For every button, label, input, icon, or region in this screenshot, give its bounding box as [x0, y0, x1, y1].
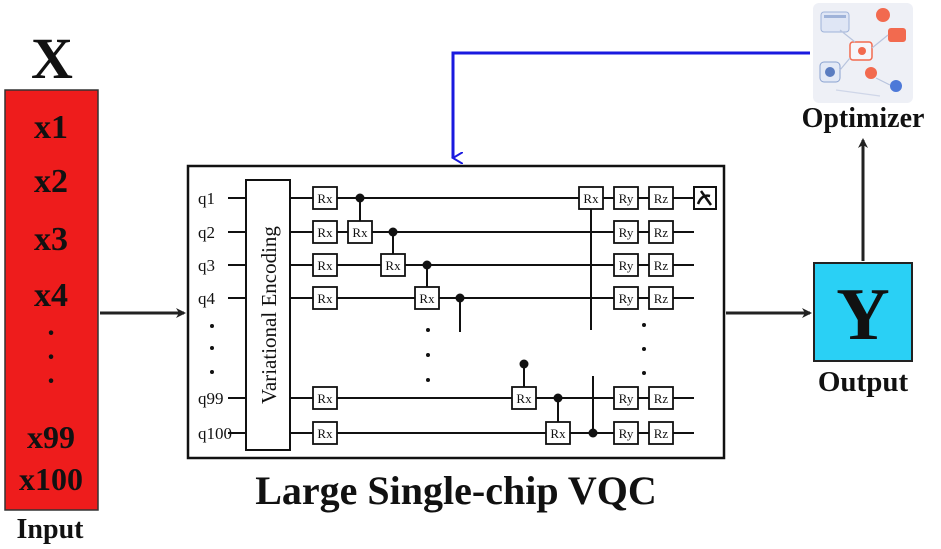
input-dot-2: ·	[46, 342, 55, 373]
svg-text:Rz: Rz	[654, 258, 669, 273]
variational-encoding-block	[245, 179, 291, 451]
input-dot-3: ·	[46, 366, 55, 397]
input-item-x4: x4	[34, 277, 68, 314]
svg-text:Rx: Rx	[317, 426, 333, 441]
input-item-x3: x3	[34, 221, 68, 258]
svg-text:Rx: Rx	[317, 291, 333, 306]
ry-rz-layer: Ry Rz Ry Rz Ry Rz Ry Rz Ry Rz Ry Rz	[613, 186, 674, 445]
svg-text:Rx: Rx	[317, 225, 333, 240]
svg-text:Rx: Rx	[317, 391, 333, 406]
optimizer-illustration-icon	[813, 3, 913, 103]
output-caption: Output	[818, 366, 909, 398]
svg-text:Rx: Rx	[317, 191, 333, 206]
input-header: X	[31, 26, 73, 91]
svg-text:Ry: Ry	[619, 391, 634, 406]
input-vector-box	[4, 89, 99, 511]
controlled-rx-chain: Rx Rx Rx Rx Rx Rx	[347, 186, 604, 445]
svg-text:Rz: Rz	[654, 391, 669, 406]
optimizer-caption: Optimizer	[802, 103, 925, 134]
svg-text:Rx: Rx	[583, 191, 599, 206]
svg-text:Rz: Rz	[654, 225, 669, 240]
input-item-x99: x99	[27, 419, 75, 455]
variational-encoding-label: Variational Encoding	[257, 226, 281, 404]
output-symbol: Y	[836, 274, 889, 356]
measurement-icon	[693, 186, 717, 210]
svg-text:Rz: Rz	[654, 191, 669, 206]
input-item-x2: x2	[34, 163, 68, 200]
qubit-label-q100: q100	[198, 424, 232, 443]
qubit-ellipsis	[210, 324, 214, 374]
input-caption: Input	[17, 514, 85, 545]
svg-text:Rx: Rx	[550, 426, 566, 441]
input-dot-1: ·	[46, 318, 55, 349]
qubit-label-q99: q99	[198, 389, 224, 408]
svg-text:Rx: Rx	[385, 258, 401, 273]
svg-text:Ry: Ry	[619, 191, 634, 206]
qubit-labels: q1 q2 q3 q4 q99 q100	[198, 189, 232, 443]
qubit-label-q3: q3	[198, 256, 215, 275]
rx-layer: Rx Rx Rx Rx Rx Rx	[312, 186, 338, 445]
svg-text:Ry: Ry	[619, 291, 634, 306]
svg-text:Ry: Ry	[619, 225, 634, 240]
qubit-label-q4: q4	[198, 289, 216, 308]
svg-text:Rx: Rx	[419, 291, 435, 306]
svg-text:Ry: Ry	[619, 426, 634, 441]
svg-text:Rx: Rx	[317, 258, 333, 273]
input-items: x1 x2 x3 x4 · · · x99 x100	[19, 109, 83, 497]
vqc-title: Large Single-chip VQC	[255, 468, 657, 513]
svg-text:Rz: Rz	[654, 426, 669, 441]
svg-text:Ry: Ry	[619, 258, 634, 273]
arrow-optimizer-feedback	[453, 51, 810, 158]
svg-text:Rx: Rx	[352, 225, 368, 240]
svg-text:Rx: Rx	[516, 391, 532, 406]
input-item-x1: x1	[34, 109, 68, 146]
qubit-label-q2: q2	[198, 223, 215, 242]
output-box	[813, 262, 913, 362]
input-item-x100: x100	[19, 461, 83, 497]
qubit-label-q1: q1	[198, 189, 215, 208]
svg-text:Rz: Rz	[654, 291, 669, 306]
